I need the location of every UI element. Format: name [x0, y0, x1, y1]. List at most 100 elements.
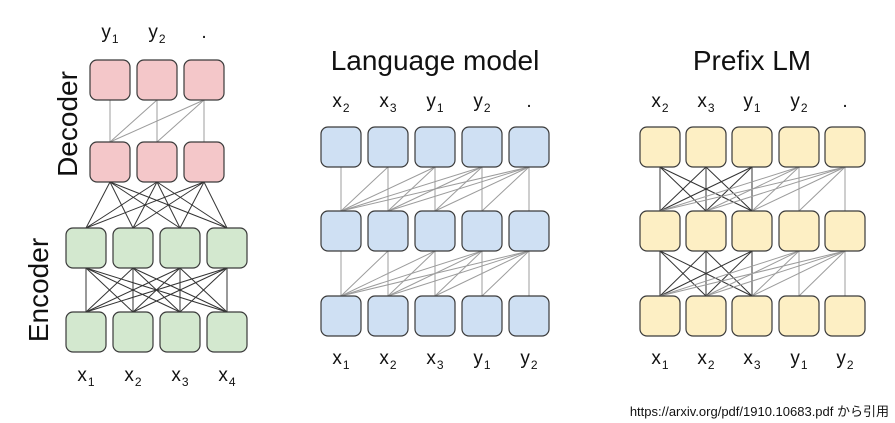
attention-edge — [659, 250, 707, 297]
prefix-lm-input-token: y2 — [836, 348, 854, 372]
prefix-lm-token-box — [685, 126, 727, 168]
attention-edge — [340, 250, 389, 297]
decoder-output-token: . — [201, 22, 206, 43]
attention-edge — [751, 166, 846, 212]
language-model-token-box — [367, 295, 409, 337]
prefix-lm-token-box — [639, 210, 681, 252]
attention-edge — [85, 181, 111, 229]
attention-edge — [340, 250, 436, 297]
attention-edge — [85, 267, 134, 313]
source-citation: https://arxiv.org/pdf/1910.10683.pdf から引… — [630, 404, 889, 419]
prefix-lm-input-token: y1 — [790, 348, 808, 372]
language-model-output-token: y2 — [473, 91, 491, 115]
prefix-lm-token-box — [731, 210, 773, 252]
decoder-token-box — [89, 59, 131, 101]
language-model-input-token: x3 — [426, 348, 444, 372]
attention-edge — [340, 166, 436, 212]
decoder-side-label: Decoder — [52, 71, 83, 177]
prefix-lm-token-box — [731, 126, 773, 168]
connection-layer — [85, 99, 846, 313]
attention-edge — [751, 250, 846, 297]
language-model-token-box — [367, 210, 409, 252]
attention-edge — [340, 166, 530, 212]
language-model-output-token: x3 — [379, 91, 397, 115]
attention-edge — [340, 166, 483, 212]
decoder-token-box — [136, 141, 178, 183]
encoder-token-box — [65, 227, 107, 269]
attention-edge — [203, 181, 228, 229]
language-model-token-box — [367, 126, 409, 168]
prefix-lm-token-box — [824, 295, 866, 337]
language-model-input-token: x1 — [332, 348, 350, 372]
language-model-token-box — [320, 126, 362, 168]
encoder-token-box — [112, 227, 154, 269]
attention-edge — [434, 250, 530, 297]
attention-edge — [659, 166, 707, 212]
language-model-token-box — [508, 210, 550, 252]
attention-edge — [659, 250, 800, 297]
prefix-lm-output-token: x2 — [651, 91, 669, 115]
language-model-token-box — [414, 295, 456, 337]
prefix-lm-token-box — [685, 210, 727, 252]
decoder-token-box — [183, 59, 225, 101]
decoder-output-token: y2 — [148, 22, 166, 46]
attention-edge — [340, 250, 483, 297]
decoder-token-box — [89, 141, 131, 183]
encoder-input-token: x3 — [171, 365, 189, 389]
attention-edge — [659, 166, 846, 212]
decoder-output-token: y1 — [101, 22, 119, 46]
language-model-token-box — [414, 126, 456, 168]
encoder-token-box — [159, 311, 201, 353]
language-model-token-box — [414, 210, 456, 252]
prefix-lm-output-token: y2 — [790, 91, 808, 115]
language-model-token-box — [508, 295, 550, 337]
attention-edge — [85, 267, 181, 313]
encoder-side-label: Encoder — [23, 238, 54, 342]
encoder-input-token: x1 — [77, 365, 95, 389]
encoder-token-box — [159, 227, 201, 269]
token-box-layer — [65, 59, 866, 353]
encoder-token-box — [112, 311, 154, 353]
attention-edge — [659, 250, 846, 297]
attention-edge — [481, 166, 530, 212]
attention-edge — [659, 250, 753, 297]
attention-edge — [387, 250, 530, 297]
attention-edge — [109, 181, 134, 229]
prefix-lm-token-box — [685, 295, 727, 337]
prefix-lm-title: Prefix LM — [693, 45, 811, 76]
prefix-lm-input-token: x3 — [743, 348, 761, 372]
decoder-token-box — [183, 141, 225, 183]
attention-edge — [434, 166, 530, 212]
language-model-input-token: x2 — [379, 348, 397, 372]
language-model-input-token: y1 — [473, 348, 491, 372]
attention-edge — [109, 99, 158, 143]
prefix-lm-output-token: x3 — [697, 91, 715, 115]
attention-edge — [179, 267, 228, 313]
decoder-token-box — [136, 59, 178, 101]
attention-edge — [109, 181, 181, 229]
prefix-lm-token-box — [778, 126, 820, 168]
prefix-lm-token-box — [778, 295, 820, 337]
language-model-output-token: x2 — [332, 91, 350, 115]
attention-edge — [798, 250, 846, 297]
language-model-token-box — [461, 126, 503, 168]
encoder-token-box — [206, 311, 248, 353]
attention-edge — [659, 166, 800, 212]
attention-edge — [705, 250, 846, 297]
language-model-token-box — [461, 295, 503, 337]
encoder-token-box — [65, 311, 107, 353]
prefix-lm-token-box — [824, 210, 866, 252]
language-model-title: Language model — [331, 45, 540, 76]
encoder-token-box — [206, 227, 248, 269]
prefix-lm-output-token: . — [842, 91, 847, 112]
prefix-lm-token-box — [639, 126, 681, 168]
attention-edge — [705, 166, 846, 212]
prefix-lm-token-box — [731, 295, 773, 337]
language-model-output-token: y1 — [426, 91, 444, 115]
attention-edge — [387, 166, 530, 212]
attention-edge — [340, 166, 389, 212]
prefix-lm-output-token: y1 — [743, 91, 761, 115]
attention-edge — [156, 99, 205, 143]
language-model-token-box — [320, 295, 362, 337]
